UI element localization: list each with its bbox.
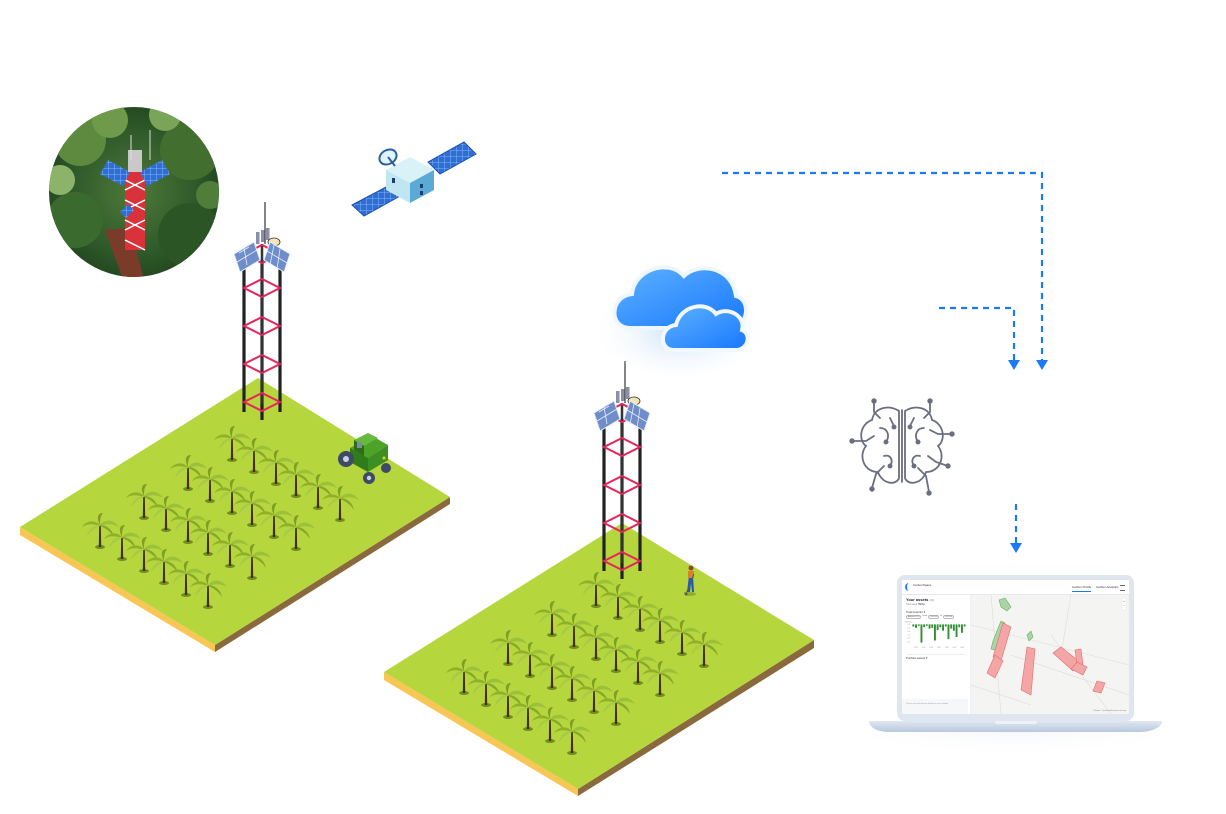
- chart-bar[interactable]: [955, 624, 958, 637]
- chart-bar[interactable]: [917, 624, 920, 626]
- y-tick-label: -1.0: [907, 631, 910, 633]
- arrowhead-icon: [1010, 543, 1022, 553]
- asset-polygons: [986, 597, 1106, 696]
- total-area-value: 760ha: [917, 603, 925, 606]
- assets-panel: Your assets (10) Total area 760ha Total …: [902, 595, 971, 714]
- brain-icon: [849, 398, 955, 496]
- x-tick-label: 2021: [937, 647, 941, 649]
- chart-bar[interactable]: [923, 624, 926, 628]
- flow-arrows: [722, 171, 1044, 545]
- chart-bar[interactable]: [939, 624, 942, 628]
- brand-name: CarbonSpace: [913, 583, 932, 587]
- zoom-in-icon[interactable]: +: [1123, 599, 1125, 603]
- worker-icon: [684, 565, 696, 596]
- chart-bar[interactable]: [912, 624, 915, 627]
- y-tick-label: -2.5: [907, 642, 910, 644]
- chip-end[interactable]: 2023-01: [943, 615, 955, 619]
- section-portfolio-assets[interactable]: Portfolio assets ▾: [906, 654, 966, 660]
- chart-bar[interactable]: [944, 624, 947, 627]
- satellite-icon: [351, 141, 477, 217]
- x-tick-label: 2033: [960, 647, 964, 649]
- chart-unit-label: tCO2/ha: [905, 621, 912, 624]
- tab-carbon-profile[interactable]: Carbon Profile: [1072, 585, 1092, 592]
- y-tick-label: -2.0: [907, 638, 910, 640]
- chart-bar[interactable]: [925, 624, 928, 626]
- chart-bar[interactable]: [928, 624, 931, 629]
- panel-title: Your assets: [906, 597, 929, 602]
- chart-bar[interactable]: [915, 624, 917, 628]
- arrowhead-icon: [1036, 360, 1048, 370]
- chart-bar[interactable]: [942, 624, 944, 631]
- chart-bar[interactable]: [920, 624, 923, 643]
- tower-photo: [49, 107, 219, 277]
- plantation-plot-2: [384, 359, 814, 796]
- chart-bar[interactable]: [961, 624, 963, 633]
- arrowhead-icon: [1008, 360, 1020, 370]
- x-tick-label: 2018: [929, 647, 933, 649]
- arrow-satellite-to-ai: [722, 171, 1044, 360]
- map-zoom-controls[interactable]: + −: [1121, 597, 1127, 611]
- chart-bar[interactable]: [952, 624, 955, 631]
- panel-title-badge: (10): [929, 599, 934, 602]
- y-tick-label: 0.0: [908, 624, 910, 626]
- filter-chips: Annual tCO2 From 2015-01 to 2023-01: [906, 615, 955, 619]
- chart-bar[interactable]: [958, 624, 961, 628]
- tab-carbon-analytics[interactable]: Carbon Analytics: [1096, 585, 1119, 589]
- asset-map[interactable]: © Mapbox © OpenStreetMap Improve this ma…: [971, 595, 1129, 714]
- chart-bar[interactable]: [950, 624, 953, 629]
- chip-annual[interactable]: Annual tCO2: [906, 615, 922, 619]
- chip-to: to: [940, 615, 943, 617]
- panel-footer-note: Click on any asset from the diagram to s…: [902, 699, 968, 714]
- tower-1: [232, 200, 292, 422]
- chart-bar[interactable]: [947, 624, 950, 640]
- x-tick-label: 2016: [922, 647, 926, 649]
- menu-icon[interactable]: [1120, 585, 1125, 591]
- x-tick-label: 2024: [945, 647, 949, 649]
- chip-start[interactable]: 2015-01: [928, 615, 940, 619]
- x-tick-label: 2015: [914, 647, 918, 649]
- tower-2: [592, 359, 652, 581]
- chart-bar[interactable]: [963, 624, 966, 627]
- dashboard-screen: CarbonSpace Carbon Profile Carbon Analyt…: [902, 580, 1129, 714]
- x-tick-label: 2027: [953, 647, 957, 649]
- total-area-label: Total area: [906, 603, 917, 606]
- chart-bar[interactable]: [934, 624, 936, 641]
- tractor-icon: [338, 433, 391, 484]
- chip-from: From: [922, 615, 928, 617]
- section-total-footprint[interactable]: Total footprint ▾: [906, 610, 925, 614]
- zoom-out-icon[interactable]: −: [1123, 603, 1125, 607]
- plantation-plot-1: [20, 200, 450, 652]
- y-tick-label: -0.5: [907, 628, 910, 630]
- arrow-cloud-to-ai: [939, 306, 1016, 360]
- dashboard-header: CarbonSpace Carbon Profile Carbon Analyt…: [902, 580, 1129, 595]
- chart-bar[interactable]: [931, 624, 934, 628]
- y-tick-label: -1.5: [907, 635, 910, 637]
- cloud-icon: [590, 265, 770, 375]
- brand-logo-icon: [905, 583, 913, 591]
- chart-bar[interactable]: [936, 624, 939, 630]
- map-attribution: © Mapbox © OpenStreetMap Improve this ma…: [1093, 709, 1126, 712]
